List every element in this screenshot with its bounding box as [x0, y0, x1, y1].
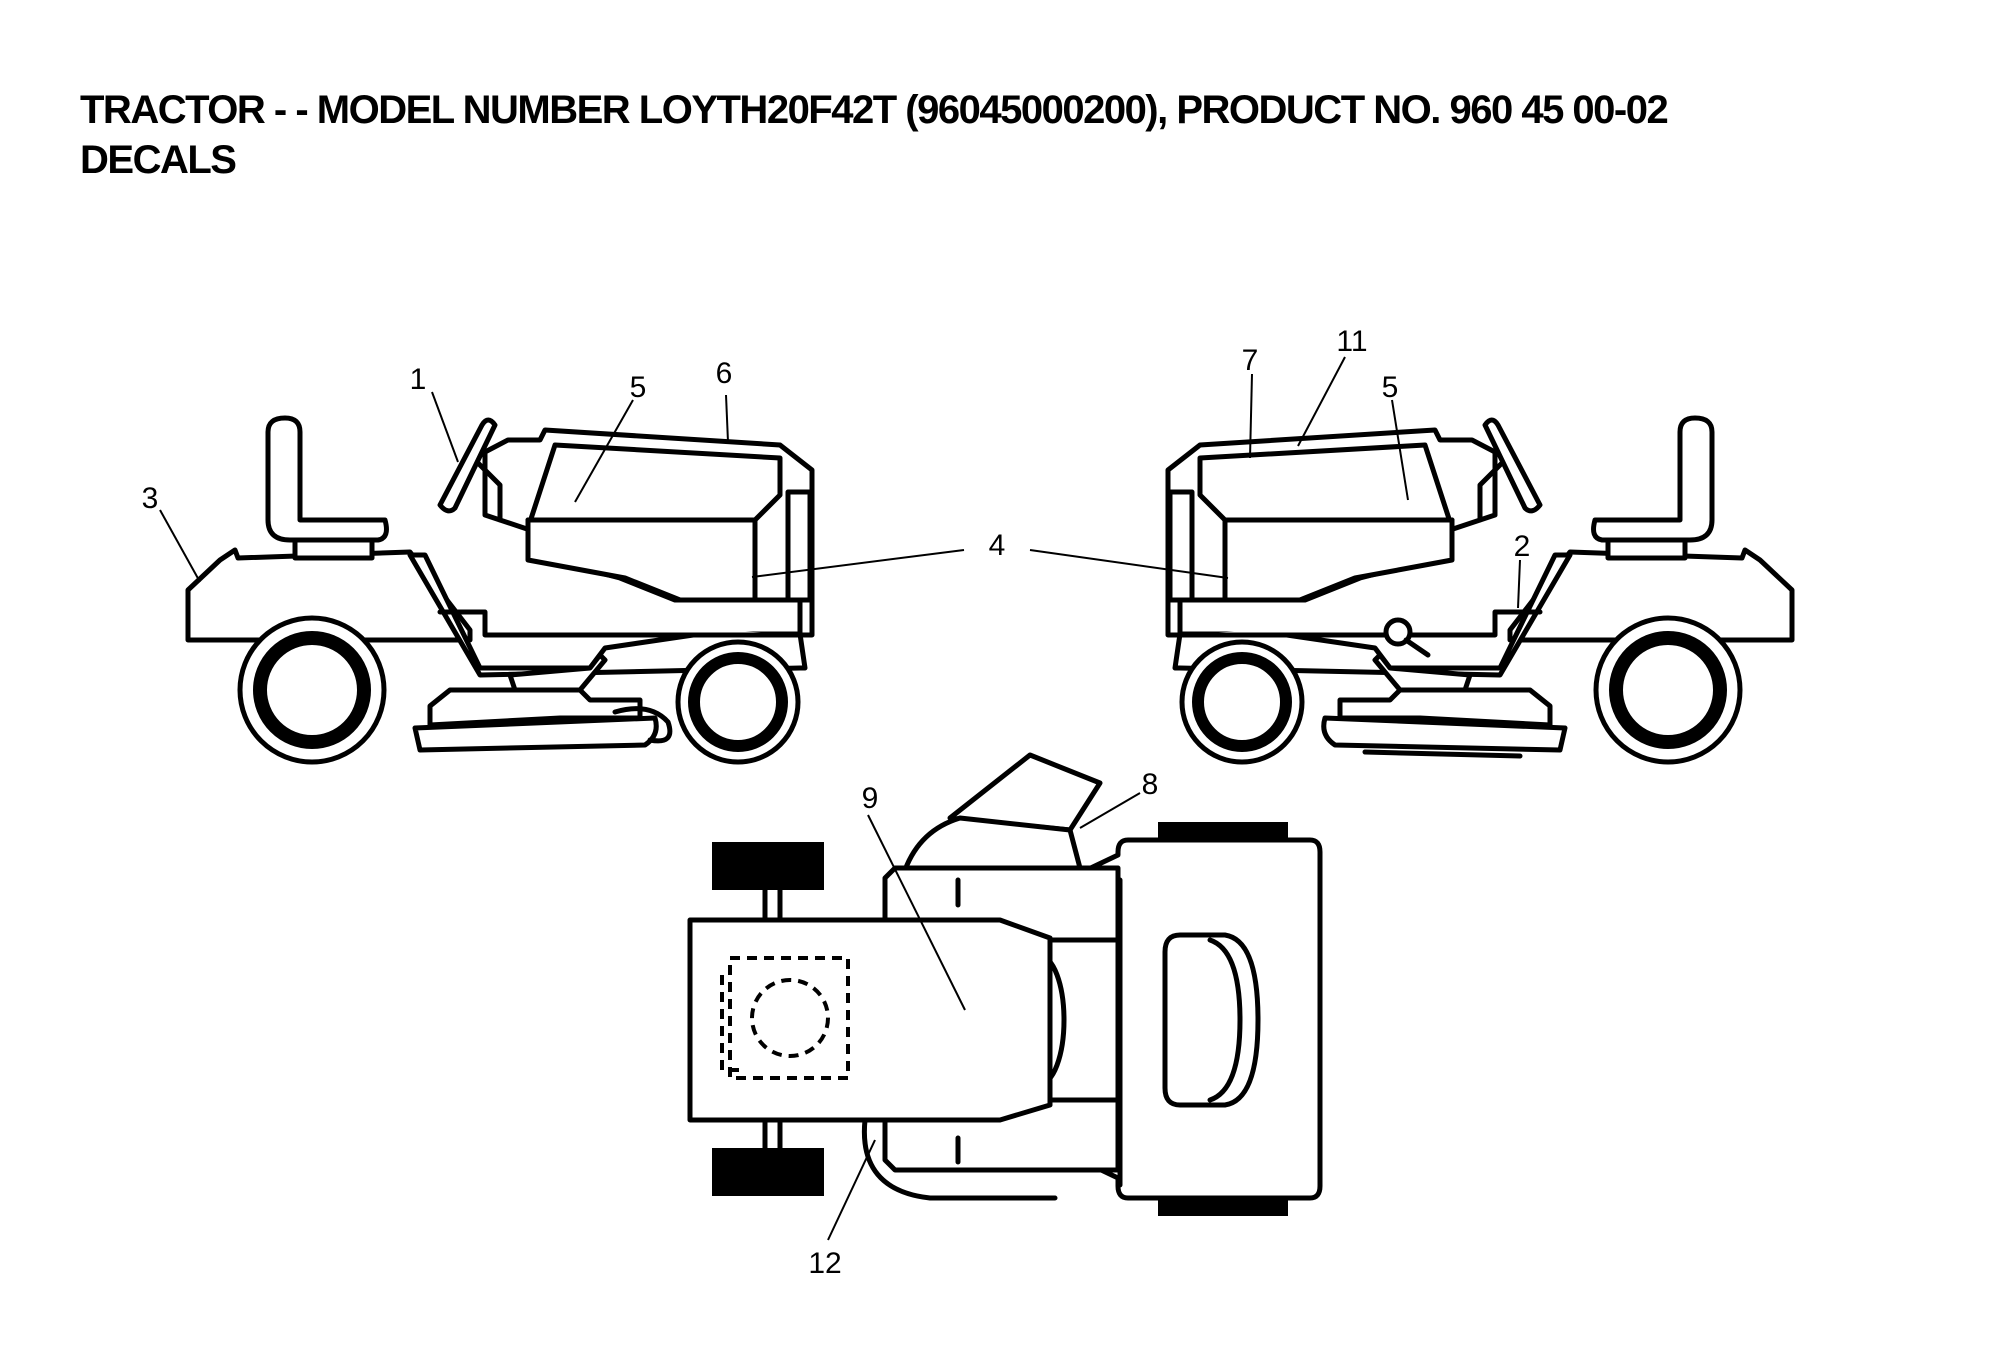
callout-5-left: 5 [630, 371, 647, 404]
callout-9: 9 [862, 782, 879, 815]
front-right-tire [712, 1148, 824, 1196]
callout-labels: 1 5 6 3 4 7 11 5 2 8 9 12 [142, 325, 1531, 1280]
callout-8: 8 [1142, 768, 1159, 801]
callout-12: 12 [808, 1247, 841, 1280]
tractor-left-view [185, 415, 815, 765]
callout-4: 4 [989, 529, 1006, 562]
front-left-tire [712, 842, 824, 890]
page-subtitle: DECALS [80, 138, 237, 182]
tractor-right-view [1165, 415, 1795, 765]
rear-left-tire [1158, 822, 1288, 840]
callout-1: 1 [410, 363, 427, 396]
callout-3: 3 [142, 482, 159, 515]
page-title: TRACTOR - - MODEL NUMBER LOYTH20F42T (96… [80, 88, 1669, 132]
callout-6: 6 [716, 357, 733, 390]
rear-right-tire [1158, 1198, 1288, 1216]
leader-lines [159, 356, 1521, 1241]
callout-11: 11 [1336, 325, 1367, 358]
tractor-top-view [687, 752, 1323, 1216]
callout-7: 7 [1242, 344, 1259, 377]
callout-5-right: 5 [1382, 371, 1399, 404]
callout-2: 2 [1514, 530, 1531, 563]
